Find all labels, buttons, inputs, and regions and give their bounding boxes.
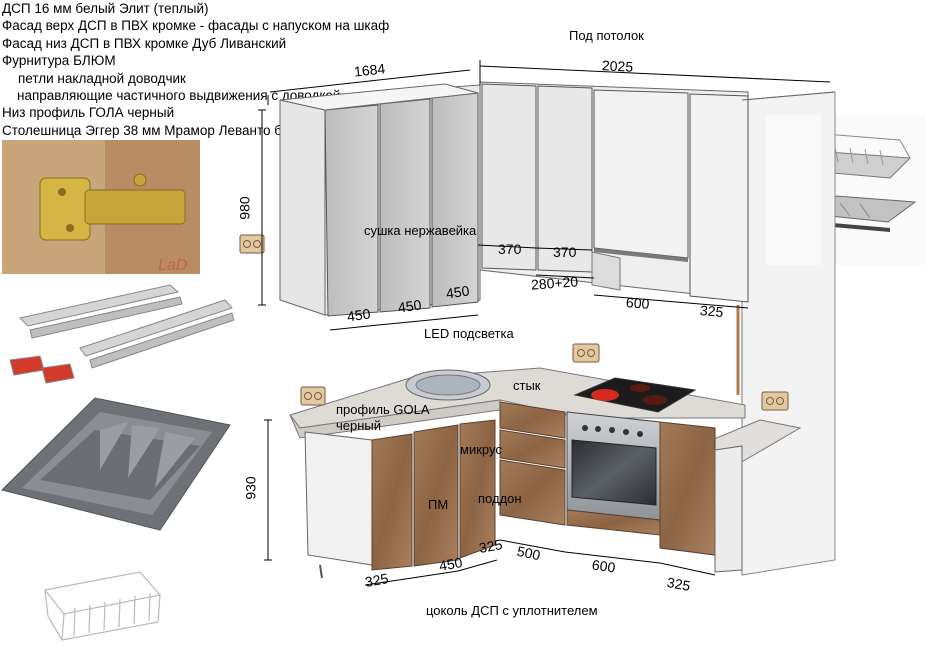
joint-label: стык	[513, 378, 541, 393]
dim-upper-gap: 280+20	[530, 273, 579, 293]
upper-cabinets-left	[279, 83, 481, 317]
spec-line: ДСП 16 мм белый Элит (теплый)	[2, 1, 209, 16]
dim-upper-w5: 370	[553, 244, 577, 260]
dim-upper-w2: 450	[397, 296, 423, 316]
drawer-runners-image	[9, 284, 235, 384]
dim-upper-w1: 450	[346, 305, 372, 325]
socket-icon	[572, 343, 600, 363]
dishwasher-label: ПМ	[428, 497, 449, 512]
dryer-label: сушка нержавейка	[364, 223, 477, 238]
lower-cabinets	[304, 401, 743, 579]
spec-line: Фасад низ ДСП в ПВХ кромке Дуб Ливанский	[2, 35, 287, 51]
dim-top-right: 2025	[601, 57, 634, 75]
spec-line: направляющие частичного выдвижения с дов…	[17, 88, 341, 104]
cutlery-tray-image	[1, 397, 231, 531]
spec-line: Фасад верх ДСП в ПВХ кромке - фасады с н…	[2, 18, 390, 34]
spec-line: Фурнитура БЛЮМ	[2, 53, 116, 69]
microwave-label: микрус	[460, 442, 502, 457]
dim-upper-height: 980	[236, 196, 253, 220]
socket-icon	[239, 234, 265, 254]
dim-upper-side: 325	[699, 302, 725, 320]
dim-top-left: 1684	[353, 60, 386, 80]
dim-lower-height: 930	[242, 476, 259, 500]
dim-upper-w3: 450	[445, 282, 471, 302]
wall	[741, 91, 836, 576]
dim-lower-w5: 600	[591, 556, 617, 576]
wire-basket-image	[43, 571, 162, 641]
upper-cabinets-right	[479, 81, 749, 395]
hinge-photo: LaD	[2, 140, 200, 274]
spec-line: петли накладной доводчик	[18, 70, 186, 86]
gola-label: профиль GOLA	[336, 402, 430, 417]
led-label: LED подсветка	[424, 326, 514, 341]
gola-label-2: черный	[336, 418, 382, 433]
dimension-lines	[258, 60, 831, 586]
dim-upper-w4: 370	[498, 241, 522, 257]
ceiling-line	[741, 91, 836, 101]
socket-icon	[761, 391, 789, 411]
dim-upper-hood: 600	[625, 294, 650, 312]
ceiling-label: Под потолок	[569, 28, 644, 43]
socket-icon	[300, 386, 326, 406]
watermark-text: LaD	[158, 257, 188, 274]
plinth-label: цоколь ДСП с уплотнителем	[426, 603, 598, 618]
spec-line: Низ профиль ГОЛА черный	[2, 105, 175, 121]
tray-label: поддон	[478, 491, 522, 506]
